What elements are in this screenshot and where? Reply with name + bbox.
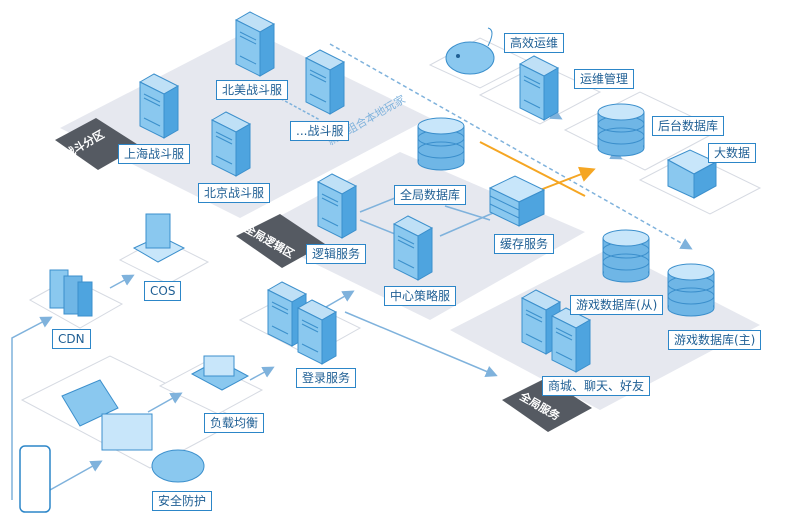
highlight-connector <box>479 141 586 197</box>
backend-db-icon <box>597 103 645 157</box>
label-efficient-ops: 高效运维 <box>504 33 565 53</box>
label-central-strategy: 中心策略服 <box>384 286 457 306</box>
ops-server-icon <box>519 55 559 121</box>
mall-server-icon-2 <box>551 307 591 373</box>
service-zone-tag <box>502 378 592 432</box>
label-game-db-slave: 游戏数据库(从) <box>570 295 664 315</box>
whale-icon <box>445 27 495 75</box>
login-server-icon-2 <box>297 299 337 365</box>
logic-server-icon <box>317 173 357 239</box>
central-strategy-server-icon <box>393 215 433 281</box>
label-backend-db: 后台数据库 <box>652 116 725 136</box>
label-logic-service: 逻辑服务 <box>306 244 367 264</box>
label-sh-battle: 上海战斗服 <box>118 144 191 164</box>
label-game-db-master: 游戏数据库(主) <box>668 330 762 350</box>
load-balance-icon <box>190 355 250 391</box>
global-db-icon <box>417 117 465 171</box>
more-battle-server-icon <box>305 49 345 115</box>
label-cos: COS <box>144 281 182 301</box>
game-db-master-icon <box>667 263 715 317</box>
label-cache-service: 缓存服务 <box>494 234 555 254</box>
label-ops-mgmt: 运维管理 <box>574 69 635 89</box>
security-icons <box>61 379 205 483</box>
label-mall-chat-friends: 商城、聊天、好友 <box>542 376 651 396</box>
na-battle-server-icon <box>235 11 275 77</box>
label-global-db: 全局数据库 <box>394 185 467 205</box>
big-data-icon <box>666 149 718 199</box>
cos-icon <box>132 213 186 263</box>
label-more-battle: ...战斗服 <box>290 121 350 141</box>
label-cdn: CDN <box>52 329 91 349</box>
label-na-battle: 北美战斗服 <box>216 80 289 100</box>
phone-icon <box>19 445 51 513</box>
cdn-icon <box>49 269 93 317</box>
label-bj-battle: 北京战斗服 <box>198 183 271 203</box>
logic-zone-tag <box>236 214 325 268</box>
label-security: 安全防护 <box>152 491 213 511</box>
label-login-service: 登录服务 <box>296 368 357 388</box>
sh-battle-server-icon <box>139 73 179 139</box>
game-db-slave-icon <box>602 229 650 283</box>
label-load-balance: 负载均衡 <box>204 413 265 433</box>
highlight-arrow <box>539 166 596 191</box>
cache-stack-icon <box>488 175 546 227</box>
bj-battle-server-icon <box>211 111 251 177</box>
label-big-data: 大数据 <box>708 143 757 163</box>
